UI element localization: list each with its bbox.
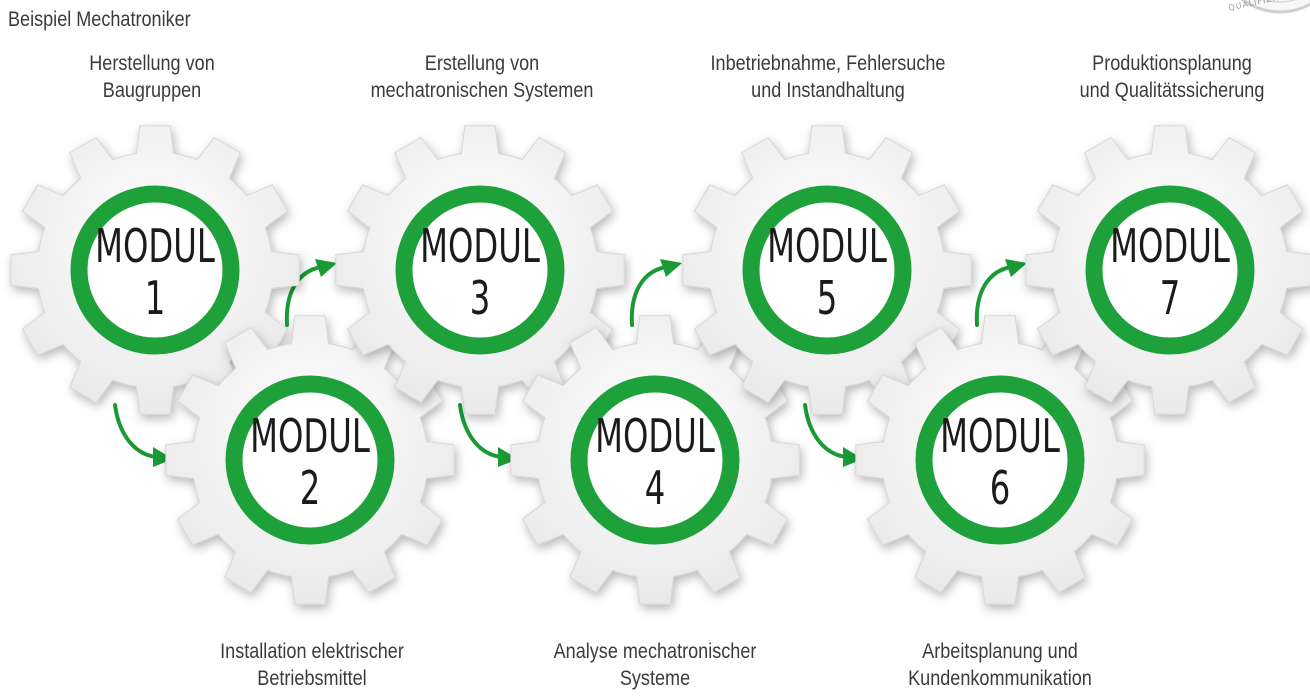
arrow-down-2: [458, 403, 504, 459]
diagram-title: Beispiel Mechatroniker: [8, 8, 191, 31]
module-word: MODUL: [595, 410, 715, 464]
module-ring: [742, 185, 912, 355]
module-label-line: Herstellung von: [89, 52, 215, 75]
module-number: 7: [1160, 272, 1181, 326]
module-label-line: Erstellung von: [424, 52, 540, 75]
module-ring: [1085, 185, 1255, 355]
arrow-up-2: [629, 265, 668, 327]
module-label-line: Baugruppen: [102, 79, 202, 102]
module-number: 1: [145, 272, 166, 326]
module-ring: [570, 375, 740, 545]
gear-layer: MODUL1MODUL2MODUL3MODUL4MODUL5MODUL6MODU…: [10, 125, 1310, 605]
module-word: MODUL: [767, 220, 887, 274]
arrow-head-icon: [1005, 259, 1027, 277]
module-label-line: mechatronischen Systemen: [370, 79, 594, 102]
module-ring: [395, 185, 565, 355]
arrow-head-icon: [315, 259, 337, 277]
module-label-line: Systeme: [619, 667, 691, 690]
module-number: 4: [645, 462, 666, 516]
module-ring: [225, 375, 395, 545]
arrow-head-icon: [843, 447, 863, 467]
module-label-7: Produktionsplanung und Qualitätssicherung: [1026, 50, 1310, 104]
module-label-5: Inbetriebnahme, Fehlersuche und Instandha…: [682, 50, 974, 104]
module-word: MODUL: [940, 410, 1060, 464]
qualification-seal: QUALIFIZIE: [1210, 0, 1310, 20]
module-ring: [915, 375, 1085, 545]
module-word: MODUL: [95, 220, 215, 274]
module-number: 3: [470, 272, 491, 326]
module-label-line: Kundenkommunikation: [908, 667, 1092, 690]
module-label-line: Inbetriebnahme, Fehlersuche: [710, 52, 946, 75]
module-label-3: Erstellung von mechatronischen Systemen: [336, 50, 628, 104]
module-label-line: und Qualitätssicherung: [1079, 79, 1265, 102]
arrow-head-icon: [498, 447, 518, 467]
arrow-head-icon: [660, 259, 682, 277]
module-number: 5: [817, 272, 838, 326]
module-word: MODUL: [250, 410, 370, 464]
module-label-line: und Instandhaltung: [751, 79, 905, 102]
module-number: 6: [990, 462, 1011, 516]
arrow-head-icon: [153, 447, 173, 467]
arrow-up-3: [974, 265, 1013, 327]
module-label-line: Produktionsplanung: [1092, 52, 1252, 75]
arrow-down-1: [113, 403, 159, 459]
module-label-line: Installation elektrischer: [220, 640, 404, 663]
module-word: MODUL: [420, 220, 540, 274]
module-label-line: Analyse mechatronischer: [553, 640, 757, 663]
module-label-line: Arbeitsplanung und: [922, 640, 1078, 663]
module-ring: [70, 185, 240, 355]
module-label-line: Betriebsmittel: [257, 667, 367, 690]
seal-graphic: [1240, 0, 1310, 14]
arrow-down-3: [803, 403, 849, 459]
module-word: MODUL: [1110, 220, 1230, 274]
module-number: 2: [300, 462, 321, 516]
